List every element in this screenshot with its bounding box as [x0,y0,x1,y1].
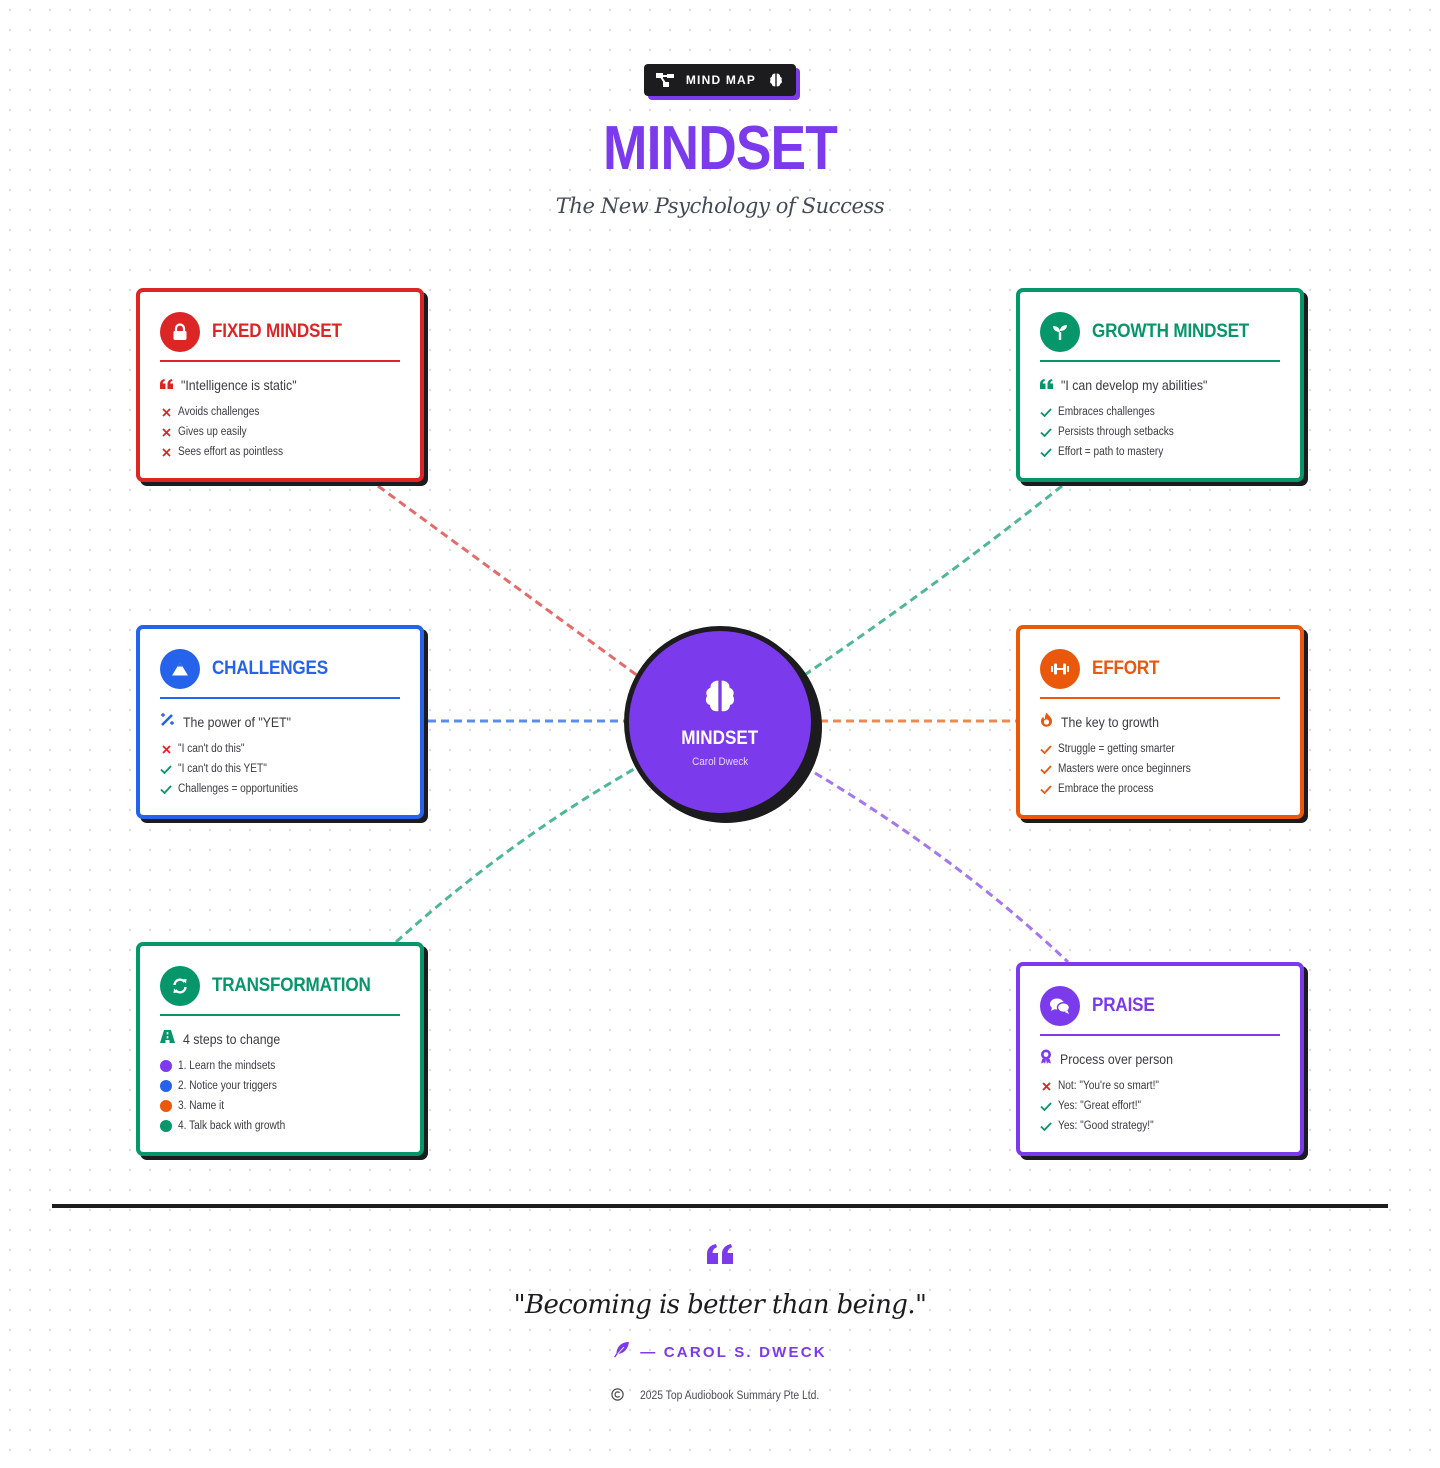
lock-icon [160,312,200,352]
feather-icon [613,1341,630,1363]
copyright-icon [611,1388,624,1404]
card-list: "I can't do this" "I can't do this YET" … [160,739,400,799]
list-item: "I can't do this" [160,739,400,759]
step-dot-icon [160,1100,172,1112]
center-node[interactable]: MINDSET Carol Dweck [624,626,816,818]
check-icon [1040,426,1052,438]
card-subtitle: "Intelligence is static" [181,377,297,393]
sync-icon [160,966,200,1006]
comments-icon [1040,986,1080,1026]
check-icon [1040,1120,1052,1132]
card-divider [160,1014,400,1016]
brain-icon [701,677,739,720]
card-title: EFFORT [1092,658,1160,679]
mind-map-badge: MIND MAP [644,64,796,96]
check-icon [1040,783,1052,795]
check-icon [1040,743,1052,755]
footer-quote: "Becoming is better than being." [513,1290,927,1320]
list-item: Gives up easily [160,422,400,442]
center-subtitle: Carol Dweck [691,755,749,768]
check-icon [1040,1100,1052,1112]
list-item: "I can't do this YET" [160,759,400,779]
card-divider [160,697,400,699]
footer-copyright: 2025 Top Audiobook Summary Pte Ltd. [639,1390,820,1402]
card-title: TRANSFORMATION [212,975,371,996]
list-item: Embraces challenges [1040,402,1280,422]
card-list: Not: "You're so smart!" Yes: "Great effo… [1040,1076,1280,1136]
list-item: Masters were once beginners [1040,759,1280,779]
seedling-icon [1040,312,1080,352]
card-list: Struggle = getting smarter Masters were … [1040,739,1280,799]
connector-transformation [394,766,637,944]
brain-icon [768,72,784,88]
dumbbell-icon [1040,649,1080,689]
list-item: Struggle = getting smarter [1040,739,1280,759]
list-item: Effort = path to mastery [1040,442,1280,462]
page-title: MINDSET [603,114,838,183]
list-item: 4. Talk back with growth [160,1116,400,1136]
card-transformation[interactable]: TRANSFORMATION 4 steps to change 1. Lear… [136,942,424,1156]
card-title: PRAISE [1092,995,1155,1016]
card-divider [1040,360,1280,362]
quote-icon [160,376,173,394]
list-item: Avoids challenges [160,402,400,422]
step-dot-icon [160,1120,172,1132]
card-divider [1040,697,1280,699]
card-title: FIXED MINDSET [212,321,342,342]
check-icon [1040,406,1052,418]
card-list: Avoids challenges Gives up easily Sees e… [160,402,400,462]
card-title: CHALLENGES [212,658,329,679]
card-list: 1. Learn the mindsets 2. Notice your tri… [160,1056,400,1136]
quote-icon [1040,376,1053,394]
list-item: Yes: "Good strategy!" [1040,1116,1280,1136]
list-item: Not: "You're so smart!" [1040,1076,1280,1096]
check-icon [160,763,172,775]
mountain-icon [160,649,200,689]
list-item: Persists through setbacks [1040,422,1280,442]
card-fixed-mindset[interactable]: FIXED MINDSET "Intelligence is static" A… [136,288,424,482]
center-title: MINDSET [681,727,759,749]
award-icon [1040,1049,1052,1069]
check-icon [160,783,172,795]
footer-divider [52,1204,1388,1208]
card-effort[interactable]: EFFORT The key to growth Struggle = gett… [1016,625,1304,819]
check-icon [1040,446,1052,458]
card-subtitle: 4 steps to change [183,1031,281,1047]
cross-icon [160,406,172,418]
cross-icon [160,446,172,458]
list-item: Challenges = opportunities [160,779,400,799]
cross-icon [160,743,172,755]
list-item: Sees effort as pointless [160,442,400,462]
list-item: 2. Notice your triggers [160,1076,400,1096]
list-item: Yes: "Great effort!" [1040,1096,1280,1116]
card-divider [1040,1034,1280,1036]
cross-icon [160,426,172,438]
footer-attribution: — CAROL S. DWECK [640,1343,827,1361]
road-icon [160,1030,175,1048]
step-dot-icon [160,1060,172,1072]
check-icon [1040,763,1052,775]
card-growth-mindset[interactable]: GROWTH MINDSET "I can develop my abiliti… [1016,288,1304,482]
card-title: GROWTH MINDSET [1092,321,1250,342]
card-subtitle: "I can develop my abilities" [1061,377,1208,393]
list-item: 3. Name it [160,1096,400,1116]
card-praise[interactable]: PRAISE Process over person Not: "You're … [1016,962,1304,1156]
page-subtitle: The New Psychology of Success [555,194,885,218]
cross-icon [1040,1080,1052,1092]
badge-label: MIND MAP [685,73,757,87]
list-item: 1. Learn the mindsets [160,1056,400,1076]
card-subtitle: The key to growth [1061,714,1159,730]
card-subtitle: Process over person [1060,1051,1173,1067]
list-item: Embrace the process [1040,779,1280,799]
fire-icon [1040,712,1053,732]
card-subtitle: The power of "YET" [183,714,292,730]
quote-left-icon [0,1244,1440,1264]
card-divider [160,360,400,362]
card-list: Embraces challenges Persists through set… [1040,402,1280,462]
step-dot-icon [160,1080,172,1092]
card-challenges[interactable]: CHALLENGES The power of "YET" "I can't d… [136,625,424,819]
sitemap-icon [655,73,674,87]
magic-wand-icon [160,712,175,732]
